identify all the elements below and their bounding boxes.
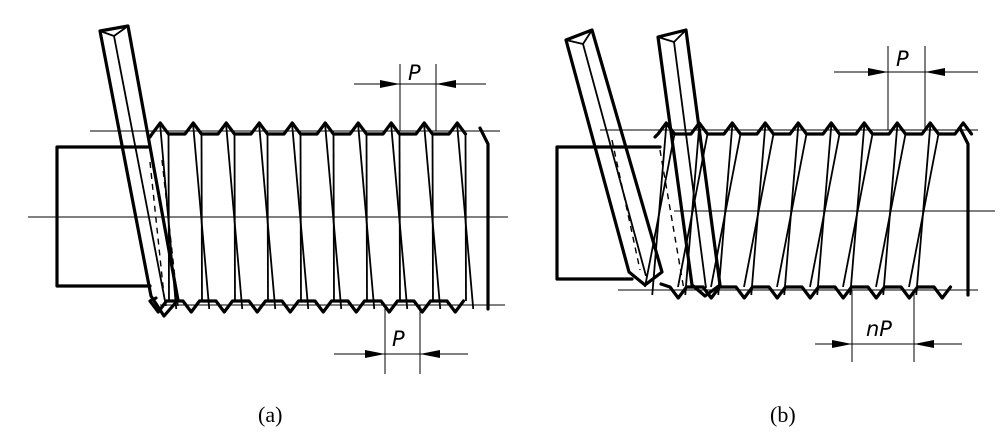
figure-a-caption: (a) <box>258 402 282 427</box>
figure-b-hidden-thread-lines <box>611 139 685 291</box>
figure-b-cutting-tool-1 <box>564 28 664 287</box>
thread-crest-edge <box>148 121 468 139</box>
figure-b-thread-profile <box>644 121 974 300</box>
figure-b-cutting-tool-2 <box>656 28 722 298</box>
figure-b-lead-label-bottom: nP <box>866 317 892 341</box>
thread-helix-line <box>875 133 907 288</box>
thread-root-edge <box>148 296 466 314</box>
figure-a-single-start-thread: P P (a) <box>28 24 508 427</box>
figure-a-hidden-thread-lines <box>149 159 179 307</box>
figure-b-pitch-dimension-top: P <box>834 46 978 130</box>
thread-helix-line <box>743 133 775 288</box>
figure-a-cutting-tool <box>98 24 180 318</box>
figure-b-pitch-label-top: P <box>896 47 909 71</box>
figure-a-thread-profile <box>148 121 490 314</box>
thread-helix-line <box>842 133 874 288</box>
figure-a-pitch-dimension-bottom: P <box>334 305 468 374</box>
thread-helix-line <box>809 133 841 288</box>
thread-helix-line <box>908 133 940 288</box>
figure-b-caption: (b) <box>770 402 796 427</box>
thread-end-chamfer <box>958 126 970 297</box>
figure-a-pitch-label-bottom: P <box>392 327 405 351</box>
thread-end-chamfer <box>478 126 490 311</box>
thread-helix-line <box>644 133 676 288</box>
figure-b-lead-dimension-bottom: nP <box>815 290 962 362</box>
thread-helix-line <box>776 133 808 288</box>
figure-b-shaft <box>555 145 662 281</box>
figure-a-pitch-label-top: P <box>408 61 421 85</box>
figure-a-pitch-dimension-top: P <box>354 61 486 131</box>
figure-b-multi-start-thread: P nP (b) <box>555 28 995 427</box>
